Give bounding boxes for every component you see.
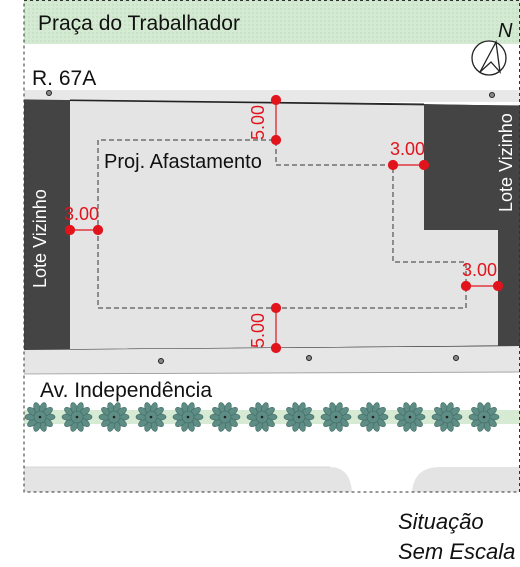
avenue-label: Av. Independência [40,379,212,402]
dimension-dot [270,94,282,106]
dimension-dot [92,224,104,236]
dimension-label-bottom: 5.00 [248,313,268,348]
dimension-dot [387,159,399,171]
dimension-label-top: 5.00 [248,105,268,140]
post-marker [453,355,459,361]
tree-icon [468,402,500,432]
neighbor-left-label: Lote Vizinho [30,189,50,288]
site-frame [23,0,520,493]
dimension-dot [270,302,282,314]
tree-icon [135,402,167,432]
street-posts [46,90,495,364]
top-sidewalk [24,90,520,102]
post-marker [158,358,164,364]
dimension-dot [270,342,282,354]
neighbor-right-label: Lote Vizinho [496,113,516,212]
tree-icon [246,402,278,432]
dimension-dot [460,280,472,292]
tree-icon [98,402,130,432]
road-bottom-left [24,467,352,492]
tree-icon [431,402,463,432]
tree-icon [61,402,93,432]
scale-caption: Situação Sem Escala [398,507,520,567]
bottom-sidewalk [24,346,520,374]
tree-icon [357,402,389,432]
dimension-label-right-upper: 3.00 [390,139,425,159]
dimension-dot [64,224,76,236]
dimension-dot [492,280,504,292]
dimension-dot [418,159,430,171]
dimension-dot [270,134,282,146]
post-marker [306,355,312,361]
north-arrow-icon: N [471,20,513,76]
caption-line-2: Sem Escala [398,539,516,564]
neighbor-lot-right [424,104,520,346]
caption-line-1: Situação [398,509,484,534]
tree-icon [394,402,426,432]
dimension-label-left: 3.00 [64,204,99,224]
setback-projection [97,139,467,309]
post-marker [46,90,52,96]
dimension-label-right-lower: 3.00 [462,260,497,280]
dimension-lines [64,94,504,354]
tree-icon [283,402,315,432]
plaza-area [24,0,520,44]
road-bottom-right [412,467,520,492]
tree-icon [24,402,56,432]
north-label: N [498,20,513,42]
setback-label: Proj. Afastamento [104,151,262,173]
tree-icon [209,402,241,432]
side-street-label: R. 67A [32,67,96,90]
tree-row [24,402,500,432]
plaza-label: Praça do Trabalhador [38,12,240,35]
tree-icon [320,402,352,432]
post-marker [489,92,495,98]
neighbor-lot-left [24,100,70,350]
tree-icon [172,402,204,432]
